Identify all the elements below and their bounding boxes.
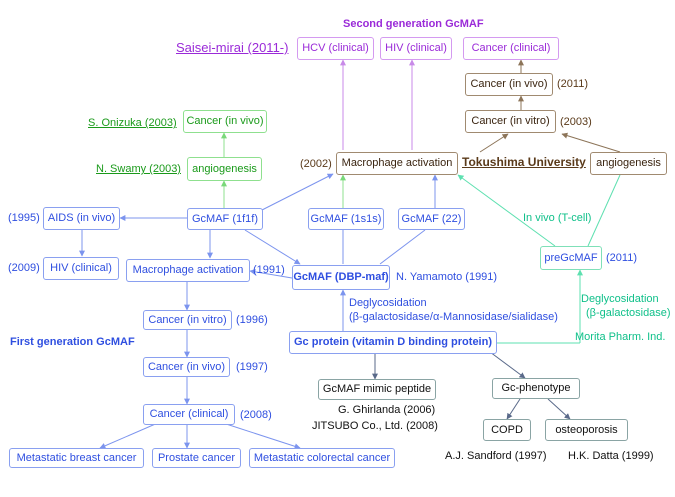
node-gcmaf-1s1s: GcMAF (1s1s) xyxy=(308,208,384,230)
node-macrophage-activation-top: Macrophage activation xyxy=(336,152,458,175)
node-pregcmaf: preGcMAF xyxy=(540,246,602,270)
edge-pregcmaf-angio xyxy=(587,174,621,247)
edge-1f1f-dbp xyxy=(244,229,301,265)
node-hiv-clinical-top: HIV (clinical) xyxy=(380,37,452,60)
year-1991-macro: (1991) xyxy=(253,264,285,276)
deglycosidation-right-line2: (β-galactosidase) xyxy=(586,307,671,319)
node-cancer-invivo-left: Cancer (in vivo) xyxy=(143,357,230,377)
datta-label: H.K. Datta (1999) xyxy=(568,450,654,462)
node-prostate-cancer: Prostate cancer xyxy=(152,448,241,468)
edge-phenotype-copd xyxy=(506,398,521,420)
saisei-mirai-label: Saisei-mirai (2011-) xyxy=(176,40,289,55)
gray-edges xyxy=(372,351,571,420)
edge-clinical-breast xyxy=(99,421,161,449)
edge-dbp-22 xyxy=(379,229,426,265)
node-aids-invivo: AIDS (in vivo) xyxy=(43,207,120,230)
second-generation-title: Second generation GcMAF xyxy=(343,18,484,30)
ghirlanda-label: G. Ghirlanda (2006) xyxy=(338,404,436,416)
morita-pharm-label: Morita Pharm. Ind. xyxy=(575,331,666,343)
edge-phenotype-osteo xyxy=(547,398,571,420)
node-cancer-invivo-top: Cancer (in vivo) xyxy=(465,73,553,96)
in-vivo-tcell-label: In vivo (T-cell) xyxy=(523,212,592,224)
yamamoto-label: N. Yamamoto (1991) xyxy=(396,271,498,283)
edge-clinical-colorectal xyxy=(219,421,301,450)
node-cancer-invitro-top: Cancer (in vitro) xyxy=(465,110,556,133)
brown-edges xyxy=(479,59,621,153)
deglycosidation-left-line1: Deglycosidation xyxy=(349,297,427,309)
edge-macro-dbp xyxy=(249,268,293,279)
jitsubo-label: JITSUBO Co., Ltd. (2008) xyxy=(312,420,438,432)
year-1995: (1995) xyxy=(8,212,40,224)
node-gcmaf-22: GcMAF (22) xyxy=(398,208,465,230)
node-gc-protein: Gc protein (vitamin D binding protein) xyxy=(289,331,497,354)
node-hiv-clinical-left: HIV (clinical) xyxy=(43,257,119,280)
node-gcmaf-dbp-maf: GcMAF (DBP-maf) xyxy=(292,265,390,290)
node-cancer-invivo-onizuka: Cancer (in vivo) xyxy=(183,110,267,133)
deglycosidation-right-line1: Deglycosidation xyxy=(581,293,659,305)
edge-1f1f-macro-top xyxy=(261,173,334,211)
edge-pregcmaf-macro xyxy=(457,174,556,247)
swamy-label: N. Swamy (2003) xyxy=(96,163,181,175)
node-cancer-clinical-left: Cancer (clinical) xyxy=(143,404,235,425)
node-hcv-clinical: HCV (clinical) xyxy=(297,37,374,60)
year-2009: (2009) xyxy=(8,262,40,274)
node-gcmaf-mimic-peptide: GcMAF mimic peptide xyxy=(318,379,436,400)
node-metastatic-breast-cancer: Metastatic breast cancer xyxy=(9,448,144,468)
node-copd: COPD xyxy=(483,419,531,441)
purple-edges xyxy=(340,59,415,150)
edge-gc-phenotype xyxy=(489,351,526,379)
year-2011-invivo: (2011) xyxy=(557,78,588,90)
onizuka-label: S. Onizuka (2003) xyxy=(88,117,177,129)
edge-angio-invitro-top xyxy=(561,132,621,153)
tokushima-university-label: Tokushima University xyxy=(462,155,586,169)
node-cancer-invitro-left: Cancer (in vitro) xyxy=(143,310,232,330)
year-1996: (1996) xyxy=(236,314,268,326)
deglycosidation-left-line2: (β-galactosidase/α-Mannosidase/sialidase… xyxy=(349,311,558,323)
first-generation-title: First generation GcMAF xyxy=(10,336,135,348)
node-angiogenesis-right: angiogenesis xyxy=(590,152,667,175)
sandford-label: A.J. Sandford (1997) xyxy=(445,450,547,462)
node-osteoporosis: osteoporosis xyxy=(545,419,628,441)
year-2002: (2002) xyxy=(300,158,332,170)
teal-edges xyxy=(457,174,621,344)
blue-edges xyxy=(79,173,438,450)
edge-macro-invitro-top xyxy=(479,133,509,153)
year-1997: (1997) xyxy=(236,361,268,373)
node-angiogenesis-swamy: angiogenesis xyxy=(187,157,262,181)
node-cancer-clinical-top: Cancer (clinical) xyxy=(463,37,559,60)
node-metastatic-colorectal-cancer: Metastatic colorectal cancer xyxy=(249,448,395,468)
node-gc-phenotype: Gc-phenotype xyxy=(492,378,580,399)
year-2008: (2008) xyxy=(240,409,272,421)
green-edges xyxy=(221,132,346,209)
year-2011-pregcmaf: (2011) xyxy=(606,252,637,264)
node-gcmaf-1f1f: GcMAF (1f1f) xyxy=(187,208,263,230)
node-macrophage-activation-left: Macrophage activation xyxy=(126,259,250,282)
year-2003-invitro: (2003) xyxy=(560,116,592,128)
